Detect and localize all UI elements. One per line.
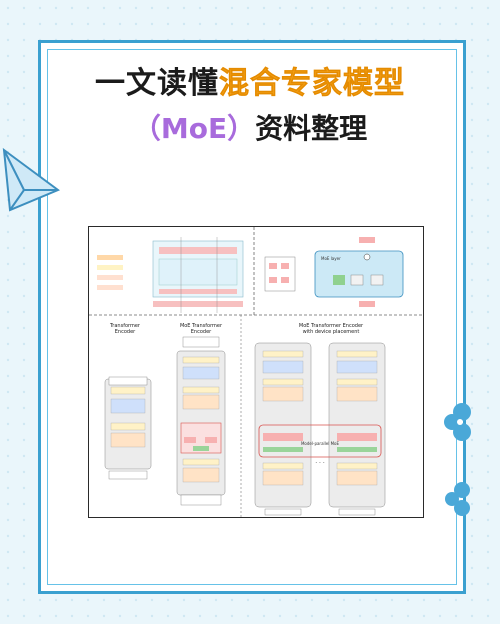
diagram-svg: MoE layer Transformer Encoder MoE Transf… <box>89 227 423 517</box>
panel-3-title-2: with device placement <box>303 329 360 335</box>
title-part-2: 混合专家模型 <box>219 66 405 102</box>
flower-decoration-icon <box>445 482 470 516</box>
moe-layer-label: MoE layer <box>321 256 341 261</box>
panel-2-title-2: Encoder <box>191 329 212 335</box>
top-left-mini-diagram <box>97 237 244 313</box>
title-paren-open: （ <box>132 112 161 145</box>
panel-moe-transformer-encoder: MoE Transformer Encoder <box>176 315 242 517</box>
moe-architecture-diagram: MoE layer Transformer Encoder MoE Transf… <box>88 226 424 518</box>
moe-layer-diagram: MoE layer <box>264 237 404 307</box>
paper-plane-icon <box>2 147 60 212</box>
title-part-1: 一文读懂 <box>95 66 219 101</box>
panel-1-title-2: Encoder <box>115 329 136 335</box>
title-paren-close: ） <box>227 112 256 145</box>
title-moe: MoE <box>160 112 228 145</box>
title-line-2: （MoE）资料整理 <box>0 109 500 149</box>
panel-moe-device-placement: MoE Transformer Encoder with device plac… <box>254 323 386 516</box>
title-part-3: 资料整理 <box>255 112 368 145</box>
panel-2-title: MoE Transformer <box>180 323 223 329</box>
panel-transformer-encoder: Transformer Encoder <box>104 323 152 480</box>
card-inner-border <box>47 49 457 585</box>
title-block: 一文读懂混合专家模型 （MoE）资料整理 <box>0 65 500 149</box>
devices-ellipsis: · · · <box>315 460 325 467</box>
model-parallel-moe-label: Model-parallel MoE <box>301 441 340 446</box>
panel-1-title: Transformer <box>109 323 141 329</box>
flower-decoration-icon <box>444 403 471 441</box>
title-line-1: 一文读懂混合专家模型 <box>0 65 500 103</box>
panel-3-title: MoE Transformer Encoder <box>299 323 364 329</box>
